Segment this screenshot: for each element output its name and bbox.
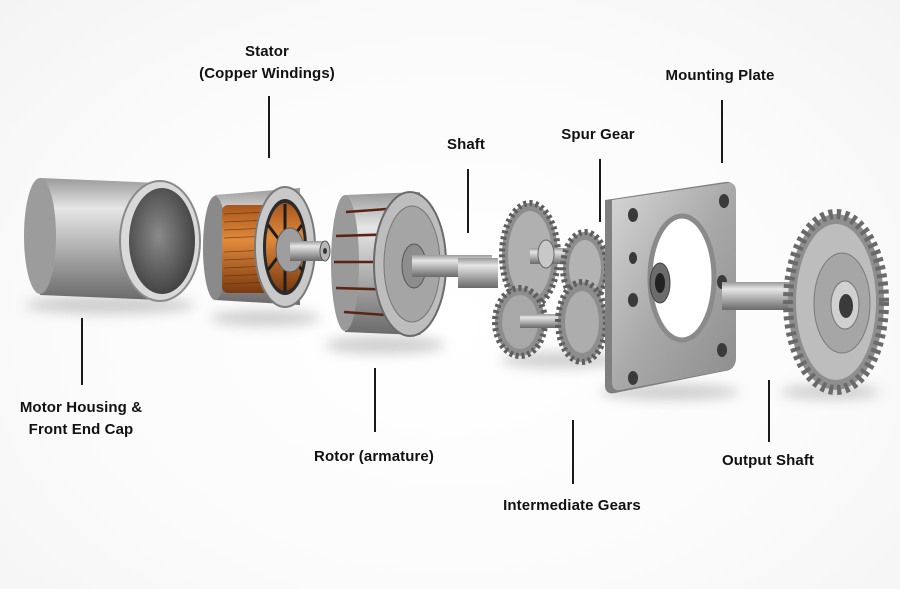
label-mounting-plate: Mounting Plate [666,65,775,87]
intermediate-gears-part [492,200,610,365]
label-line-1: Spur Gear [561,126,635,143]
label-line-2: Front End Cap [28,421,134,438]
leader-line-housing [81,318,83,385]
leader-line-mounting-plate [721,100,723,163]
label-output-shaft: Output Shaft [722,450,814,472]
label-shaft: Shaft [447,134,485,156]
label-line-2: (Copper Windings) [199,65,335,82]
label-spur-gear: Spur Gear [561,124,634,146]
label-motor-housing: Motor Housing & Front End Cap [20,397,142,441]
stator-part [203,186,331,308]
label-rotor: Rotor (armature) [314,446,434,468]
leader-line-intermediate-gears [572,420,574,484]
leader-line-spur-gear [599,159,601,222]
output-gear-part [722,209,889,395]
label-line-1: Rotor (armature) [314,448,434,465]
label-line-1: Mounting Plate [665,67,775,84]
mounting-plate-part [605,181,736,394]
label-intermediate-gears: Intermediate Gears [503,495,641,517]
floor-shadows [25,296,880,400]
leader-line-rotor [374,368,376,432]
leader-line-stator [268,96,270,158]
motor-housing-part [24,178,201,302]
label-stator: Stator (Copper Windings) [199,41,335,85]
leader-line-shaft [467,169,469,233]
label-line-1: Motor Housing & [19,399,143,416]
rotor-part [331,191,498,337]
leader-line-output-shaft [768,380,770,442]
label-line-1: Shaft [447,136,485,153]
label-line-1: Stator [245,43,289,60]
label-line-1: Intermediate Gears [503,497,641,514]
label-line-1: Output Shaft [721,452,815,469]
